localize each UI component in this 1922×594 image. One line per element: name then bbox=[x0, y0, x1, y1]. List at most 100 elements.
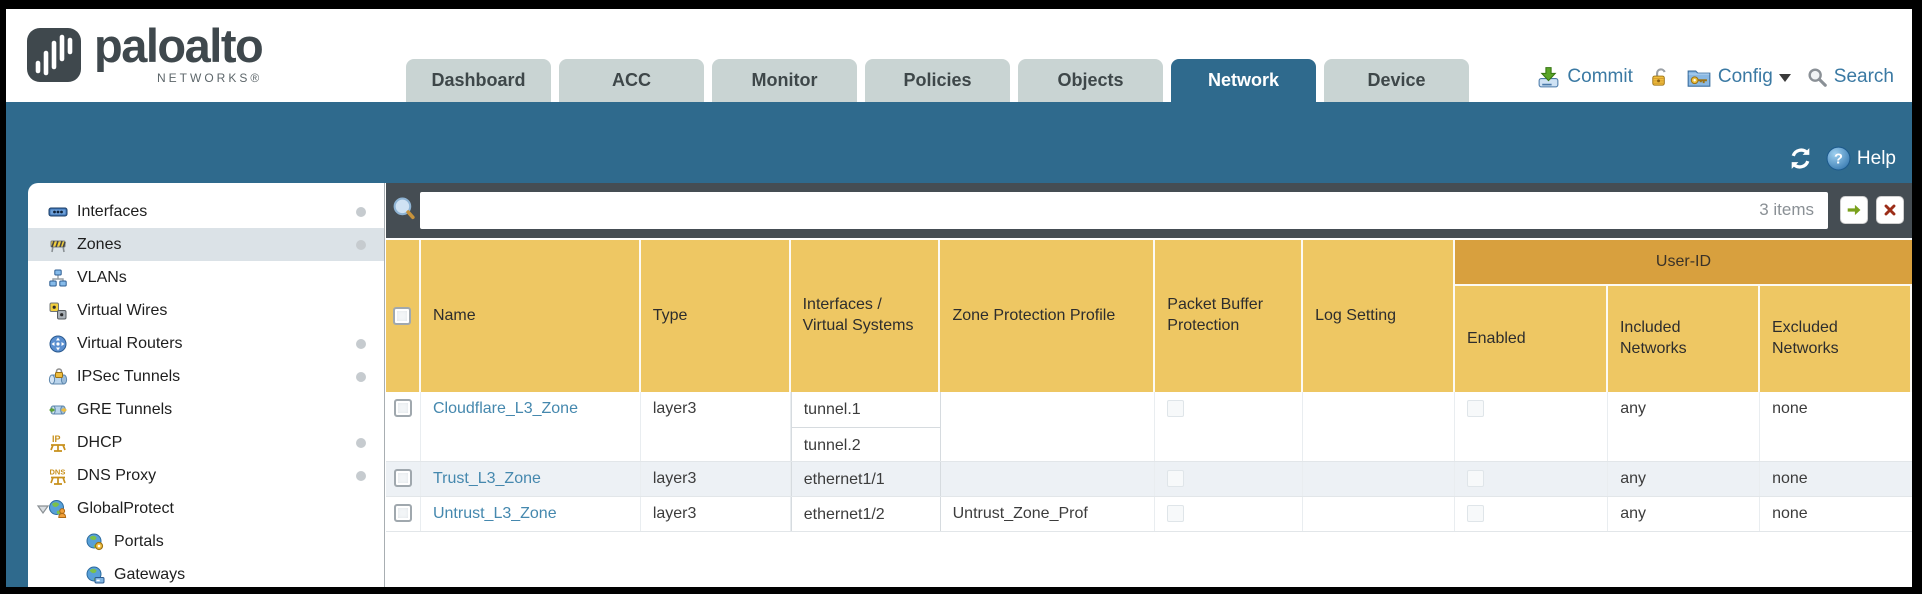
tab-network[interactable]: Network bbox=[1171, 59, 1316, 102]
ipsec-tunnels-icon bbox=[48, 367, 68, 387]
zone-protection-cell bbox=[941, 462, 1156, 496]
sidebar-item-gateways[interactable]: Gateways bbox=[28, 558, 384, 587]
tab-objects[interactable]: Objects bbox=[1018, 59, 1163, 102]
filter-toolbar: 3 items bbox=[386, 183, 1912, 238]
column-header-zone-protection-profile[interactable]: Zone Protection Profile bbox=[940, 240, 1156, 392]
zone-name-link[interactable]: Cloudflare_L3_Zone bbox=[432, 400, 578, 417]
zone-name-cell: Trust_L3_Zone bbox=[421, 462, 641, 496]
zone-type-cell: layer3 bbox=[641, 497, 791, 531]
portals-icon bbox=[85, 532, 105, 552]
filter-input[interactable] bbox=[420, 192, 1828, 229]
packet-buffer-cell bbox=[1155, 497, 1304, 531]
status-dot bbox=[356, 437, 366, 448]
zone-name-link[interactable]: Trust_L3_Zone bbox=[432, 470, 541, 487]
user-id-enabled-checkbox bbox=[1467, 400, 1485, 417]
status-dot bbox=[356, 470, 366, 481]
column-header-packet-buffer-protection[interactable]: Packet Buffer Protection bbox=[1155, 240, 1304, 392]
log-setting-cell bbox=[1303, 462, 1456, 496]
interfaces-icon bbox=[48, 202, 68, 222]
interfaces-cell: ethernet1/2 bbox=[790, 497, 941, 531]
header-band: ? Help bbox=[6, 102, 1912, 183]
tab-policies[interactable]: Policies bbox=[865, 59, 1010, 102]
row-select-cell bbox=[386, 462, 421, 496]
sidebar-item-dhcp[interactable]: IP DHCP bbox=[28, 426, 384, 459]
included-networks-cell: any bbox=[1608, 497, 1761, 531]
packet-buffer-checkbox bbox=[1167, 505, 1185, 522]
row-checkbox[interactable] bbox=[393, 399, 412, 417]
apply-filter-button[interactable] bbox=[1840, 196, 1868, 224]
zone-name-cell: Cloudflare_L3_Zone bbox=[421, 392, 641, 461]
svg-text:IP: IP bbox=[52, 434, 61, 444]
sidebar-item-label: Virtual Routers bbox=[77, 334, 183, 352]
green-arrow-icon bbox=[1847, 204, 1861, 216]
row-checkbox[interactable] bbox=[393, 504, 412, 522]
chevron-down-icon bbox=[1778, 73, 1791, 88]
sidebar-item-virtual-routers[interactable]: Virtual Routers bbox=[28, 327, 384, 360]
zone-name-link[interactable]: Untrust_L3_Zone bbox=[432, 505, 557, 522]
tab-device[interactable]: Device bbox=[1324, 59, 1469, 102]
user-id-enabled-cell bbox=[1455, 392, 1609, 461]
tab-dashboard[interactable]: Dashboard bbox=[406, 59, 551, 102]
zone-name-cell: Untrust_L3_Zone bbox=[421, 497, 641, 531]
sidebar-item-label: DNS Proxy bbox=[77, 466, 157, 484]
status-dot bbox=[356, 206, 366, 217]
sidebar-item-interfaces[interactable]: Interfaces bbox=[28, 195, 384, 228]
sidebar-item-gre-tunnels[interactable]: GRE Tunnels bbox=[28, 393, 384, 426]
red-x-icon bbox=[1884, 204, 1896, 216]
sidebar-item-virtual-wires[interactable]: Virtual Wires bbox=[28, 294, 384, 327]
vlans-icon bbox=[48, 268, 68, 288]
svg-text:?: ? bbox=[1834, 152, 1843, 168]
sidebar-item-label: Gateways bbox=[114, 565, 186, 583]
tab-acc[interactable]: ACC bbox=[559, 59, 704, 102]
dns-proxy-icon: DNS bbox=[48, 466, 68, 486]
sidebar-item-dns-proxy[interactable]: DNS DNS Proxy bbox=[28, 459, 384, 492]
config-button[interactable]: Config bbox=[1686, 64, 1791, 90]
clear-filter-button[interactable] bbox=[1876, 196, 1904, 224]
commit-button[interactable]: Commit bbox=[1536, 65, 1633, 90]
sidebar-item-zones[interactable]: Zones bbox=[28, 228, 384, 261]
zones-icon bbox=[48, 235, 68, 255]
select-all-checkbox[interactable] bbox=[393, 307, 412, 325]
search-button[interactable]: Search bbox=[1806, 66, 1894, 88]
sidebar-item-label: Zones bbox=[77, 235, 122, 253]
gre-tunnels-icon bbox=[48, 400, 68, 420]
globalprotect-icon bbox=[48, 499, 68, 519]
lock-button[interactable] bbox=[1648, 66, 1671, 89]
brand-networks: NETWORKS® bbox=[157, 71, 263, 86]
packet-buffer-cell bbox=[1155, 462, 1304, 496]
sidebar-item-portals[interactable]: Portals bbox=[28, 525, 384, 558]
column-header-excluded-networks[interactable]: Excluded Networks bbox=[1759, 286, 1912, 392]
sidebar-item-vlans[interactable]: VLANs bbox=[28, 261, 384, 294]
refresh-icon bbox=[1791, 148, 1810, 169]
column-header-interfaces-virtual-systems[interactable]: Interfaces / Virtual Systems bbox=[790, 240, 941, 392]
search-icon bbox=[1808, 68, 1827, 87]
sidebar-item-label: DHCP bbox=[77, 433, 123, 451]
expander-icon[interactable] bbox=[36, 502, 50, 516]
refresh-button[interactable] bbox=[1787, 145, 1814, 172]
tab-monitor[interactable]: Monitor bbox=[712, 59, 857, 102]
column-header-type[interactable]: Type bbox=[640, 240, 791, 392]
sidebar-item-label: Interfaces bbox=[77, 202, 148, 220]
column-header-included-networks[interactable]: Included Networks bbox=[1607, 286, 1760, 392]
log-setting-cell bbox=[1303, 497, 1456, 531]
sidebar-item-globalprotect[interactable]: GlobalProtect bbox=[28, 492, 384, 525]
column-header-enabled[interactable]: Enabled bbox=[1454, 286, 1608, 392]
virtual-routers-icon bbox=[48, 334, 68, 354]
zone-protection-cell bbox=[941, 392, 1156, 461]
paloalto-logo: paloalto NETWORKS® bbox=[26, 21, 264, 86]
sidebar-item-ipsec-tunnels[interactable]: IPSec Tunnels bbox=[28, 360, 384, 393]
config-icon bbox=[1687, 70, 1711, 87]
column-header-name[interactable]: Name bbox=[420, 240, 641, 392]
lock-icon bbox=[1652, 67, 1666, 86]
help-button[interactable]: ? Help bbox=[1826, 146, 1896, 171]
excluded-networks-cell: none bbox=[1772, 470, 1808, 487]
column-header-log-setting[interactable]: Log Setting bbox=[1303, 240, 1455, 392]
row-checkbox[interactable] bbox=[393, 469, 412, 487]
